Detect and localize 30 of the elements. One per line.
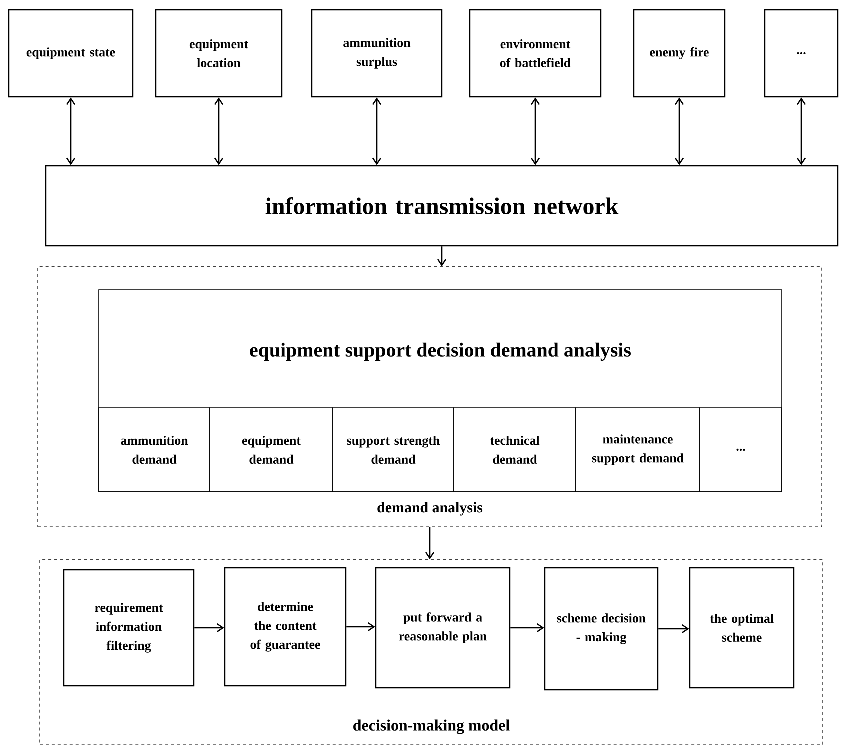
table-cell: support strength demand <box>347 436 440 464</box>
network-box: information transmission network <box>45 165 839 247</box>
arrow <box>214 98 224 166</box>
arrow <box>66 98 76 166</box>
arrow <box>510 623 544 632</box>
process-box: put forward a reasonable plan <box>375 567 511 689</box>
process-box: scheme decision - making <box>544 567 659 691</box>
process-box: equipment location <box>155 9 283 98</box>
table-cell: technical demand <box>490 436 540 464</box>
process-box: the optimal scheme <box>689 567 795 689</box>
process-box: environment of battlefield <box>469 9 602 98</box>
process-box: ... <box>764 9 839 98</box>
table-cell: equipment demand <box>242 436 301 464</box>
table-cell: ammunition demand <box>121 436 188 464</box>
process-box: ammunition surplus <box>311 9 443 98</box>
arrow <box>437 246 447 267</box>
table-cell: ... <box>736 448 746 452</box>
arrow <box>796 98 806 166</box>
arrow <box>372 98 382 166</box>
arrow <box>194 623 224 632</box>
process-box: determine the content of guarantee <box>224 567 347 687</box>
process-box: equipment state <box>8 9 134 98</box>
arrow <box>530 98 540 166</box>
process-box: requirement information filtering <box>63 569 195 687</box>
arrow <box>658 624 690 634</box>
arrow <box>346 622 376 632</box>
arrow <box>425 527 435 560</box>
arrow <box>674 98 684 166</box>
process-box: enemy fire <box>633 9 726 98</box>
table-cell: maintenance support demand <box>592 434 684 466</box>
